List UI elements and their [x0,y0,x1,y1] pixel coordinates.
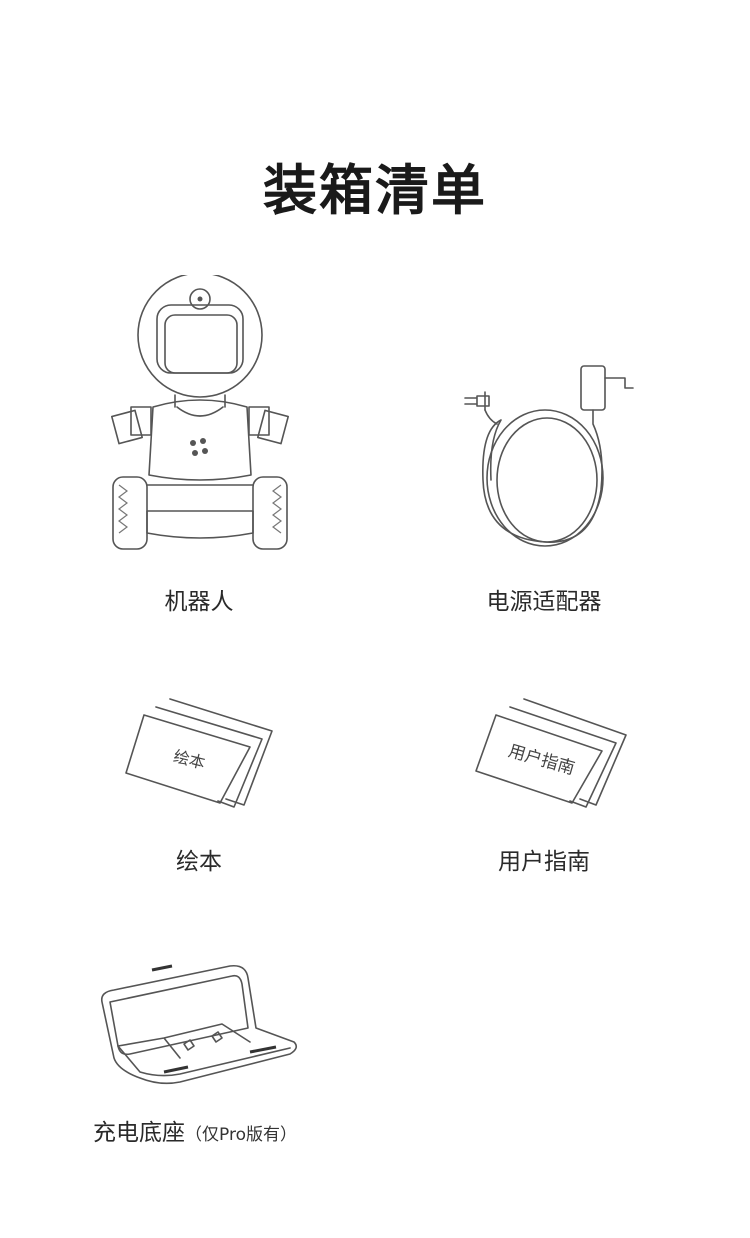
pro-only-note: （仅Pro版有） [185,1125,297,1145]
power-adapter-illustration [455,360,645,555]
robot-illustration [105,275,295,555]
charging-dock-label-group: 充电底座（仅Pro版有） [93,1113,297,1147]
item-label-power-adapter: 电源适配器 [486,589,602,615]
page-title: 装箱清单 [263,159,487,222]
item-label-charging-dock: 充电底座 [93,1120,185,1146]
item-label-robot: 机器人 [164,589,234,615]
user-guide-card-text: 用户指南 [506,741,577,779]
charging-dock-illustration [100,962,300,1087]
item-label-user-guide: 用户指南 [498,849,590,875]
picture-book-card-text: 绘本 [172,747,208,773]
item-label-picture-book: 绘本 [176,849,222,875]
picture-book-illustration: 绘本 [122,695,277,810]
user-guide-illustration: 用户指南 [472,695,632,810]
